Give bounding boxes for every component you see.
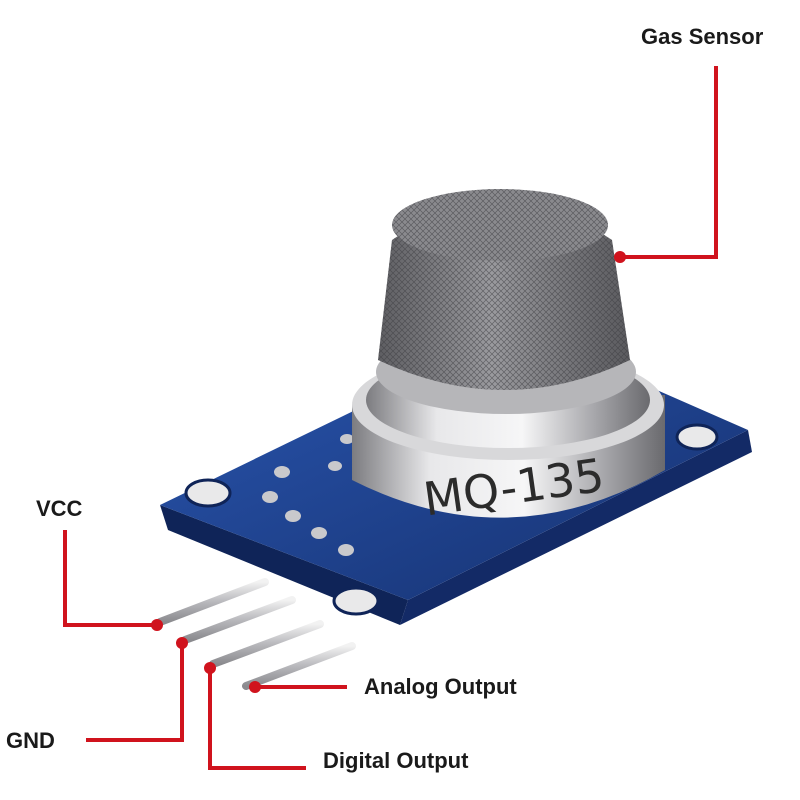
gas-sensor-body: MQ-135 [352, 189, 665, 527]
analog-output-label: Analog Output [364, 674, 517, 699]
gas-sensor-label: Gas Sensor [641, 24, 764, 49]
digital-output-callout-line [208, 668, 306, 770]
vcc-callout-line [63, 530, 157, 627]
gnd-label: GND [6, 728, 55, 753]
gnd-callout-line [86, 643, 184, 742]
callout-dots [151, 251, 626, 693]
gas-sensor-callout-line [620, 66, 718, 259]
digital-output-label: Digital Output [323, 748, 469, 773]
solder-joints [262, 434, 354, 556]
vcc-label: VCC [36, 496, 83, 521]
callout-lines [63, 66, 718, 770]
header-pins [156, 578, 356, 690]
mounting-holes [184, 423, 719, 616]
